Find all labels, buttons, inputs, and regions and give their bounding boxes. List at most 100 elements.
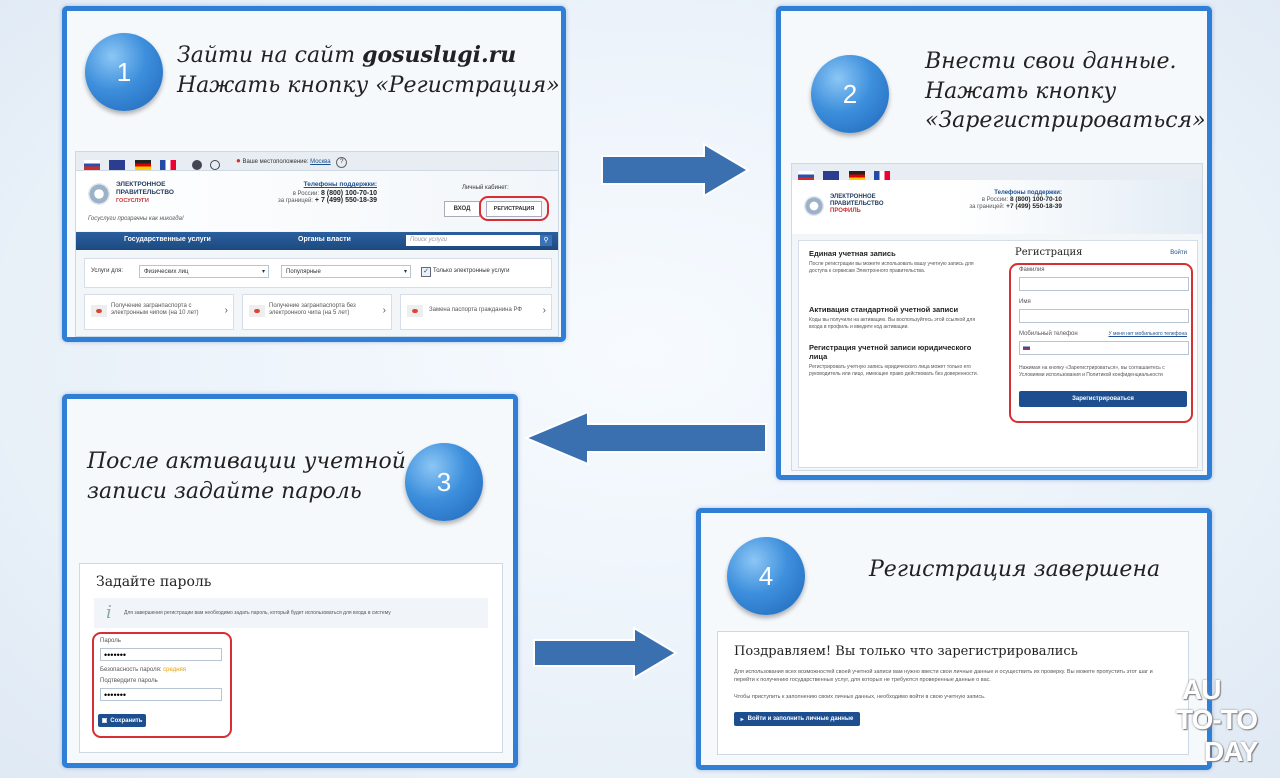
- left-text2: Коды вы получили на активацию. Вы воспол…: [809, 317, 976, 330]
- strength-label: Безопасность пароля:: [100, 667, 162, 673]
- support-title: Телефоны поддержки:: [303, 181, 377, 188]
- phone-ru: 8 (800) 100-70-10: [1009, 196, 1062, 203]
- arrow-right-icon: [533, 626, 678, 680]
- step2-number-circle: 2: [811, 55, 889, 133]
- strength-value: средняя: [163, 667, 187, 673]
- save-icon: ▣: [101, 718, 108, 724]
- login-link[interactable]: Войти: [1170, 250, 1187, 256]
- enter-fill-data-button[interactable]: ▸Войти и заполнить личные данные: [734, 712, 860, 726]
- phone-abroad: + 7 (499) 550-18-39: [314, 197, 377, 204]
- watermark-line2: TO-TO: [1176, 704, 1258, 735]
- phone-ru-label: в России:: [292, 191, 319, 197]
- flag-de-icon[interactable]: [848, 170, 865, 181]
- step1-number: 1: [116, 56, 132, 87]
- lastname-field[interactable]: [1019, 277, 1189, 291]
- phone-label: Мобильный телефон: [1019, 331, 1078, 337]
- step2-title: Внести свои данные. Нажать кнопку «Зарег…: [925, 47, 1206, 136]
- electronic-checkbox[interactable]: ✓: [421, 267, 431, 277]
- left-column: Единая учетная запись После регистрации …: [809, 249, 979, 378]
- pin-icon: ●: [236, 156, 241, 165]
- play-icon: ▸: [740, 716, 744, 723]
- flag-fr-icon[interactable]: [160, 159, 177, 170]
- arrow-right-icon: [601, 142, 750, 198]
- congrats-title: Поздравляем! Вы только что зарегистриров…: [734, 644, 1078, 659]
- watermark-line1: AU: [1182, 674, 1221, 705]
- confirm-label: Подтвердите пароль: [100, 678, 158, 684]
- left-text3: Регистрировать учетную запись юридическо…: [809, 364, 979, 377]
- phone-field[interactable]: [1019, 341, 1189, 355]
- step4-number: 4: [758, 560, 774, 591]
- password-highlight: [92, 632, 232, 738]
- step1-title-line2: Нажать кнопку «Регистрация»: [177, 72, 560, 98]
- step4-number-circle: 4: [727, 537, 805, 615]
- register-button[interactable]: РЕГИСТРАЦИЯ: [486, 201, 542, 217]
- step1-site: gosuslugi.ru: [362, 42, 517, 68]
- services-for-select[interactable]: Физических лиц▾: [139, 265, 269, 278]
- chevron-right-icon: ›: [224, 305, 228, 316]
- support-title: Телефоны поддержки:: [994, 190, 1062, 196]
- flag-ru-icon[interactable]: [798, 170, 814, 181]
- registration-form: Регистрация Войти Фамилия Имя Мобильный …: [1015, 247, 1191, 417]
- brand: ЭЛЕКТРОННОЕ ПРАВИТЕЛЬСТВО ГОСУСЛУГИ: [116, 181, 174, 205]
- brand-line3: ПРОФИЛЬ: [830, 208, 861, 214]
- password-label: Пароль: [100, 638, 121, 644]
- popular-select[interactable]: Популярные▾: [281, 265, 411, 278]
- step1-screenshot: ● Ваше местоположение: Москва ? ЭЛЕКТРОН…: [75, 151, 559, 337]
- step3-title: После активации учетной записи задайте п…: [87, 447, 406, 506]
- step3-panel: 3 После активации учетной записи задайте…: [62, 394, 518, 768]
- info-text: Для завершения регистрации вам необходим…: [124, 610, 391, 616]
- language-flags: [84, 156, 221, 174]
- flag-ru-icon[interactable]: [84, 159, 100, 170]
- step1-panel: 1 Зайти на сайт gosuslugi.ru Нажать кноп…: [62, 6, 566, 342]
- consent-text: Нажимая на кнопку «Зарегистрироваться», …: [1019, 365, 1165, 378]
- register-submit-button[interactable]: Зарегистрироваться: [1019, 391, 1187, 407]
- location-label: Ваше местоположение:: [242, 159, 309, 165]
- password-strength: Безопасность пароля: средняя: [100, 667, 186, 673]
- nav-services[interactable]: Государственные услуги: [124, 236, 211, 243]
- save-button[interactable]: ▣Сохранить: [98, 714, 146, 727]
- no-phone-link[interactable]: У меня нет мобильного телефона: [1108, 331, 1187, 337]
- service-card[interactable]: Замена паспорта гражданина РФ ›: [400, 294, 552, 330]
- chevron-right-icon: ›: [542, 305, 546, 316]
- flag-uk-icon[interactable]: [109, 159, 126, 170]
- accessibility-icon[interactable]: [191, 159, 202, 170]
- step3-title-line1: После активации учетной: [87, 449, 406, 474]
- step2-content: Единая учетная запись После регистрации …: [798, 240, 1198, 468]
- step2-title-line3: «Зарегистрироваться»: [925, 108, 1206, 134]
- cabinet-label: Личный кабинет:: [462, 185, 509, 191]
- step2-screenshot: ЭЛЕКТРОННОЕ ПРАВИТЕЛЬСТВО ПРОФИЛЬ Телефо…: [791, 163, 1203, 471]
- phone-ru: 8 (800) 100-70-10: [320, 190, 377, 197]
- step2-title-line2: Нажать кнопку: [925, 78, 1117, 104]
- step3-number: 3: [436, 466, 452, 497]
- search-icon[interactable]: ⚲: [540, 235, 552, 246]
- arrow-left-icon: [523, 410, 767, 466]
- left-heading2: Активация стандартной учетной записи: [809, 305, 959, 314]
- service-card[interactable]: Получение загранпаспорта с электронным ч…: [84, 294, 234, 330]
- step2-panel: 2 Внести свои данные. Нажать кнопку «Зар…: [776, 6, 1212, 480]
- flag-de-icon[interactable]: [134, 159, 151, 170]
- brand: ЭЛЕКТРОННОЕ ПРАВИТЕЛЬСТВО ПРОФИЛЬ: [830, 194, 884, 215]
- info-box: i Для завершения регистрации вам необход…: [94, 598, 488, 628]
- brand-line2: ПРАВИТЕЛЬСТВО: [830, 201, 884, 207]
- settings-icon[interactable]: [210, 159, 221, 170]
- location-value[interactable]: Москва: [310, 159, 331, 165]
- firstname-field[interactable]: [1019, 309, 1189, 323]
- confirm-password-field[interactable]: •••••••: [100, 688, 222, 701]
- phone-ru-label: в России:: [981, 197, 1009, 203]
- service-card[interactable]: Получение загранпаспорта без электронног…: [242, 294, 392, 330]
- login-button[interactable]: ВХОД: [444, 201, 480, 217]
- help-icon[interactable]: ?: [336, 157, 348, 168]
- save-label: Сохранить: [110, 717, 143, 724]
- popular-value: Популярные: [286, 269, 321, 275]
- password-field[interactable]: •••••••: [100, 648, 222, 661]
- form-highlight: [1009, 263, 1193, 423]
- nav-authorities[interactable]: Органы власти: [298, 236, 351, 243]
- brand-line3: ГОСУСЛУГИ: [116, 198, 149, 204]
- chevron-down-icon: ▾: [261, 269, 265, 275]
- watermark-logo: AU TO-TO DAY: [1176, 674, 1276, 774]
- firstname-label: Имя: [1019, 299, 1031, 305]
- flag-fr-icon[interactable]: [874, 170, 891, 181]
- flag-uk-icon[interactable]: [823, 170, 840, 181]
- passport-icon: [91, 305, 107, 317]
- search-input[interactable]: Поиск услуги: [406, 235, 540, 246]
